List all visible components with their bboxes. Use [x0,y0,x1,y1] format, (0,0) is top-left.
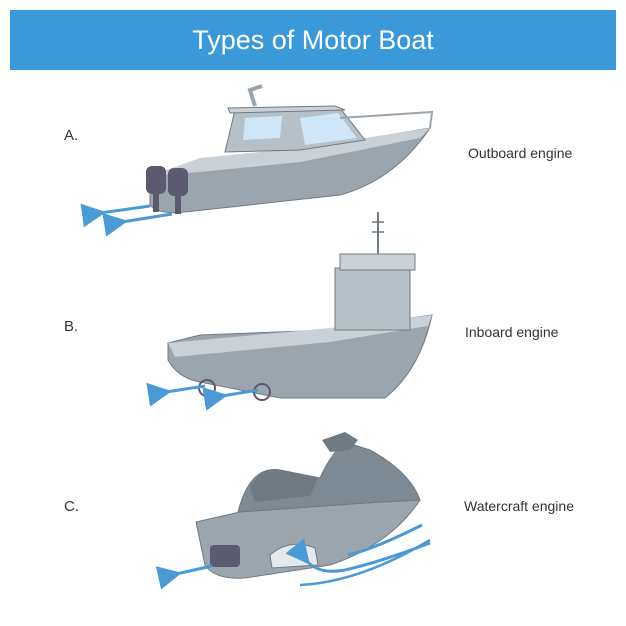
outboard-thrust-arrow-2 [102,212,173,237]
page-title: Types of Motor Boat [192,24,434,55]
inboard-boat-house [334,267,411,331]
watercraft-nozzle [210,545,240,567]
inboard-thrust-arrow-1 [146,382,206,407]
watercraft-seat [250,469,318,502]
row-b-letter: B. [64,318,79,335]
row-c-letter: C. [64,498,79,515]
watercraft-illustration [155,432,431,590]
row-a-label: Outboard engine [468,145,573,161]
row-a-letter: A. [64,127,79,144]
outboard-engine-leg-1 [153,194,159,212]
outboard-boat-window [243,116,282,140]
outboard-engine-1 [146,166,166,194]
watercraft-wake-line [299,538,431,587]
outboard-thrust-arrow-1 [80,203,151,228]
outboard-boat-windshield [300,113,357,145]
inboard-thrust-arrow-2 [202,387,259,411]
watercraft-water-flow-2 [347,523,423,557]
outboard-boat-hardtop [227,105,346,114]
inboard-boat-illustration [146,212,433,411]
outboard-engine-2 [168,168,188,196]
watercraft-handlebar [322,432,358,452]
outboard-engine-leg-2 [175,196,181,214]
title-banner: Types of Motor Boat [10,10,616,70]
outboard-boat-rail [339,110,434,129]
watercraft-thrust-arrow [155,564,213,590]
row-b-label: Inboard engine [465,324,559,340]
inboard-boat-bridge [339,253,416,271]
row-c-label: Watercraft engine [464,498,574,514]
outboard-boat-mast [247,84,263,107]
outboard-boat-illustration [80,84,434,237]
watercraft-water-flow-1 [285,538,431,573]
